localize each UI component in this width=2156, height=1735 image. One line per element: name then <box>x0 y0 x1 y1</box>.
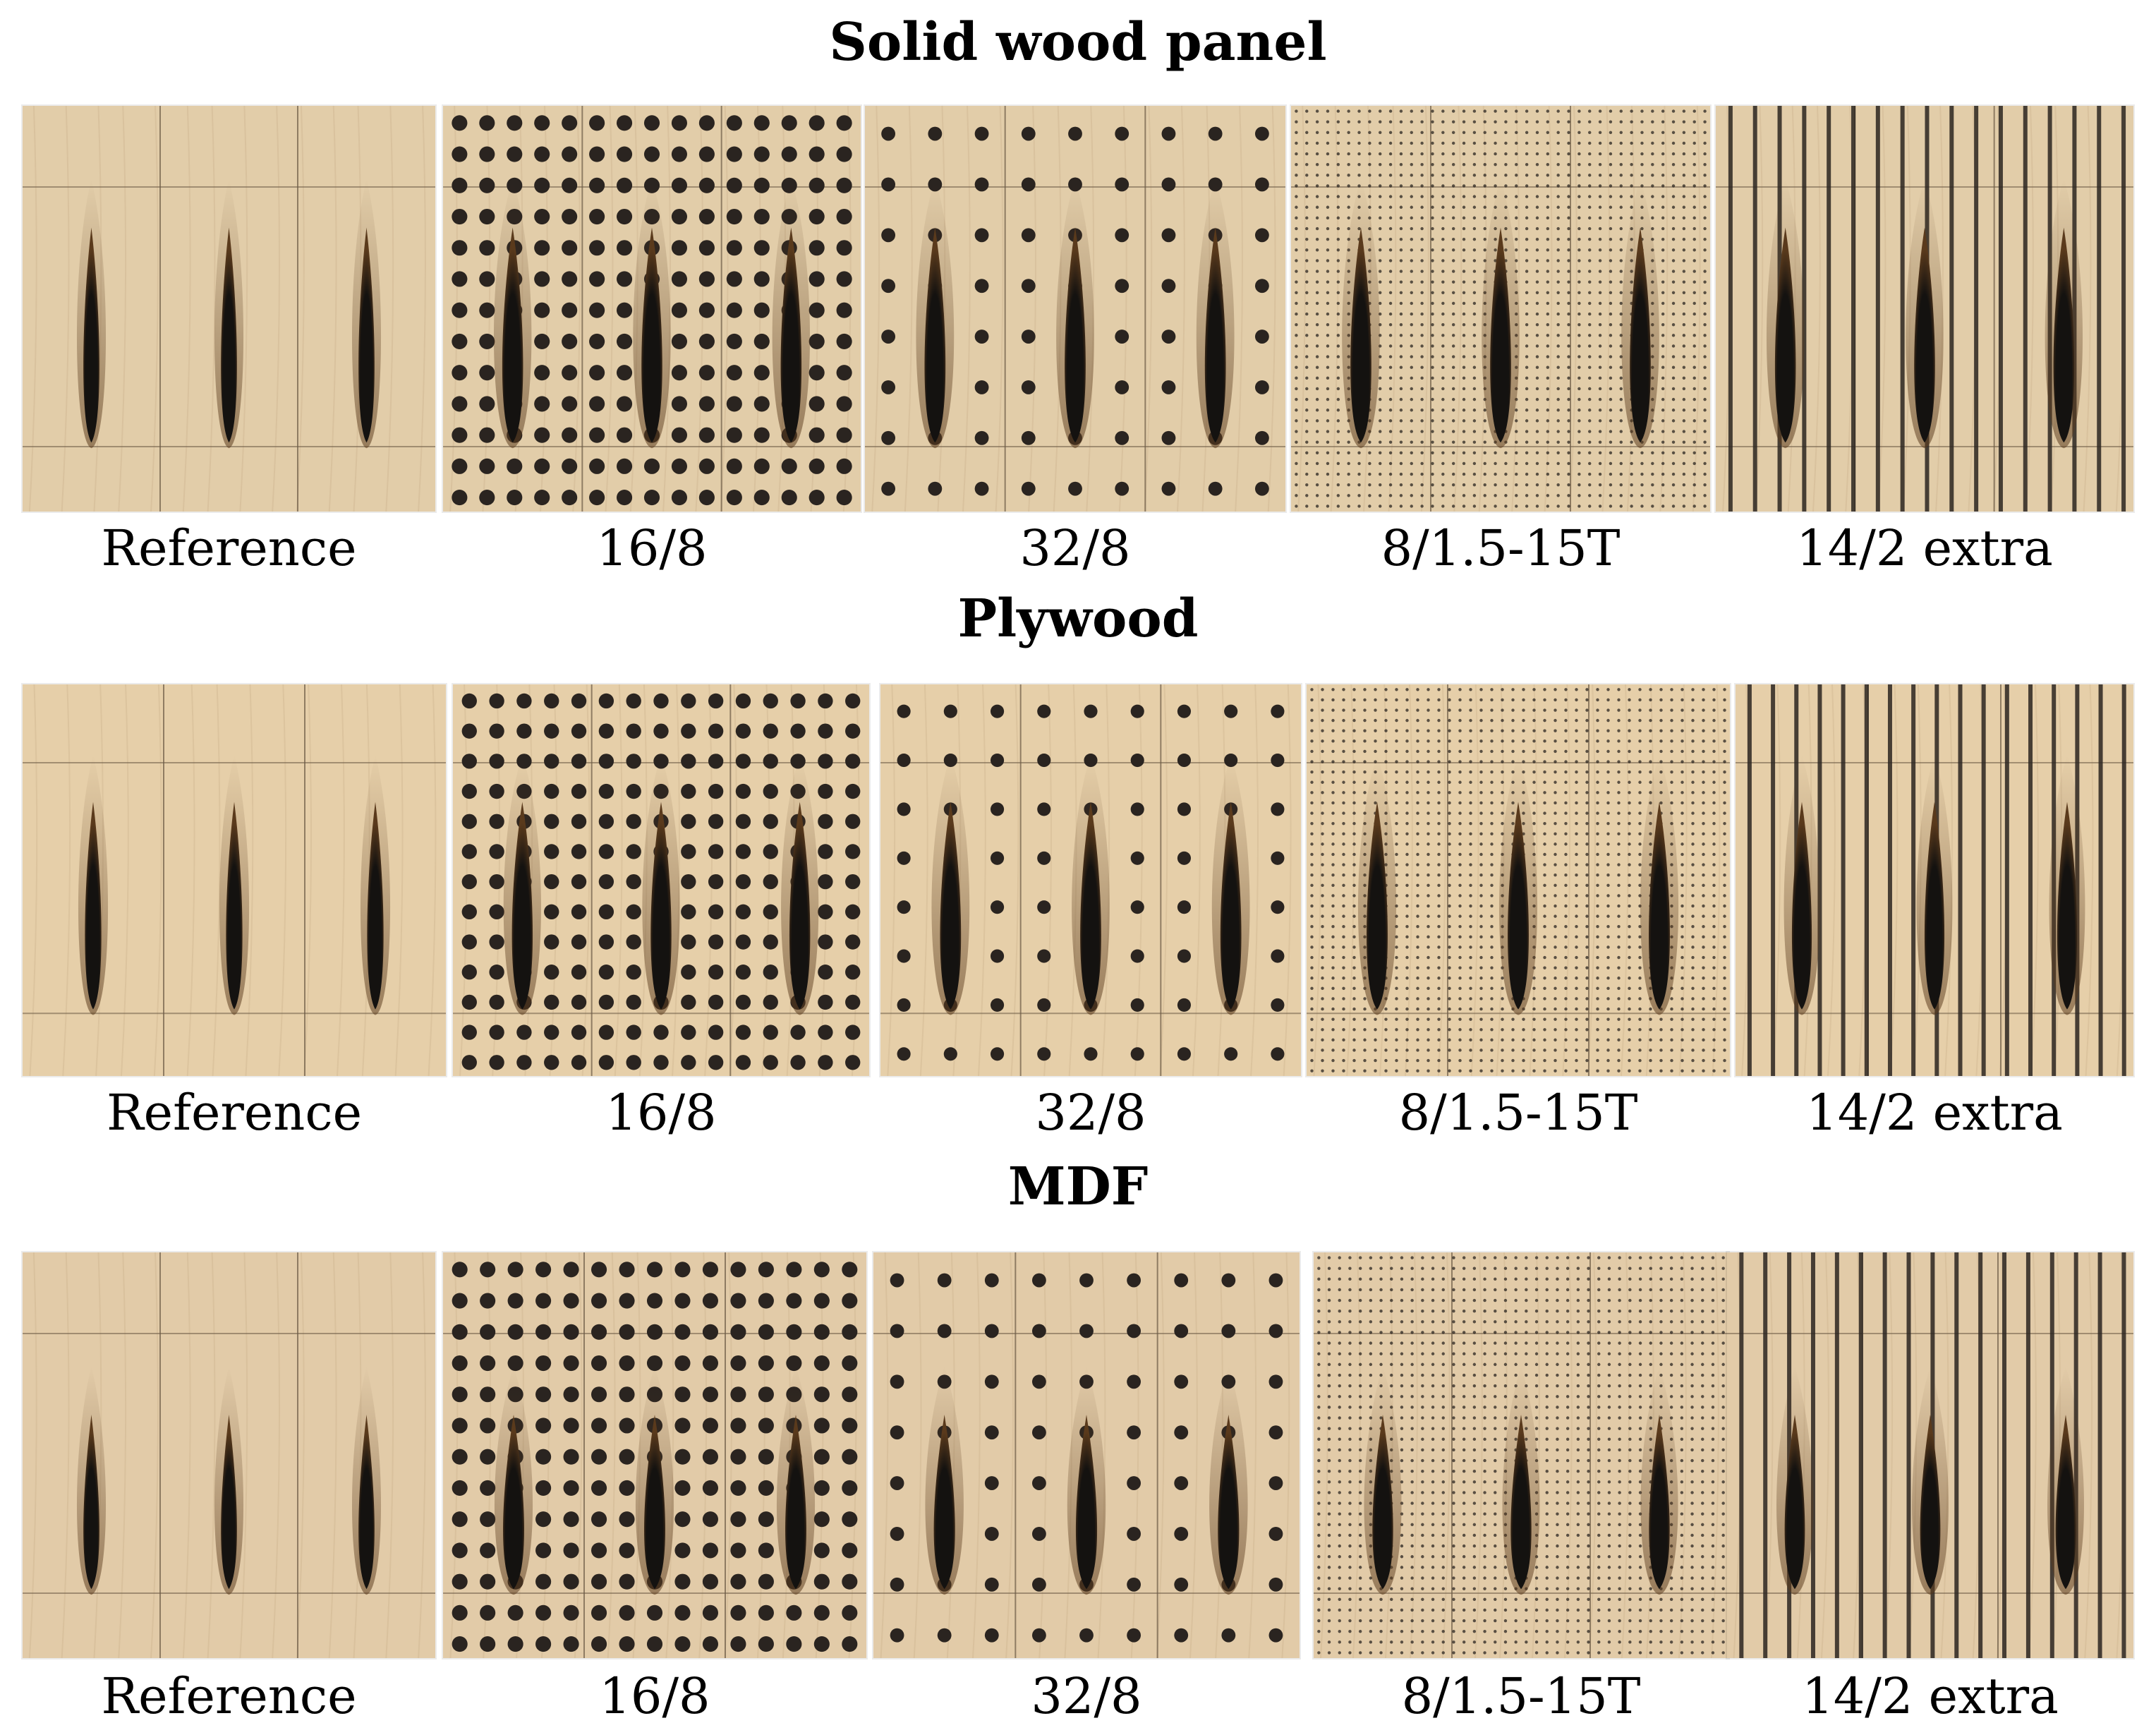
label-8-1-5-15t: 8/1.5-15T <box>1381 519 1621 577</box>
label-reference: Reference <box>101 1667 357 1725</box>
sample-photo-14-2-extra <box>1736 684 2133 1076</box>
label-14-2-extra: 14/2 extra <box>1796 519 2053 577</box>
sample-photo-reference <box>23 106 435 512</box>
sample-photo-drawing <box>1727 1252 2133 1658</box>
sample-photo-14-2-extra <box>1727 1252 2133 1658</box>
sample-photo-drawing <box>23 106 435 512</box>
sample-photo-reference <box>23 1252 435 1658</box>
sample-photo-drawing <box>443 106 861 512</box>
sample-photo-drawing <box>873 1252 1300 1658</box>
section-title-plywood: Plywood <box>957 588 1199 649</box>
sample-photo-drawing <box>1716 106 2133 512</box>
label-reference: Reference <box>106 1084 363 1142</box>
label-16-8: 16/8 <box>599 1667 710 1725</box>
row-solid-wood <box>0 106 2156 512</box>
sample-photo-drawing <box>23 1252 435 1658</box>
sample-photo-drawing <box>1291 106 1710 512</box>
sample-photo-drawing <box>443 1252 866 1658</box>
sample-photo-16-8 <box>443 106 861 512</box>
label-14-2-extra: 14/2 extra <box>1802 1667 2059 1725</box>
sample-photo-8-1-5-15t <box>1314 1252 1728 1658</box>
sample-photo-drawing <box>1307 684 1730 1076</box>
sample-photo-drawing <box>453 684 869 1076</box>
label-8-1-5-15t: 8/1.5-15T <box>1398 1084 1638 1142</box>
sample-photo-16-8 <box>453 684 869 1076</box>
label-8-1-5-15t: 8/1.5-15T <box>1401 1667 1641 1725</box>
sample-photo-drawing <box>880 684 1301 1076</box>
sample-photo-32-8 <box>873 1252 1300 1658</box>
sample-photo-drawing <box>1736 684 2133 1076</box>
sample-photo-reference <box>23 684 446 1076</box>
label-reference: Reference <box>101 519 357 577</box>
sample-photo-drawing <box>865 106 1285 512</box>
label-32-8: 32/8 <box>1035 1084 1146 1142</box>
sample-photo-14-2-extra <box>1716 106 2133 512</box>
label-32-8: 32/8 <box>1031 1667 1142 1725</box>
sample-photo-32-8 <box>865 106 1285 512</box>
sample-photo-drawing <box>1314 1252 1728 1658</box>
label-16-8: 16/8 <box>605 1084 717 1142</box>
label-16-8: 16/8 <box>596 519 708 577</box>
section-title-solid-wood: Solid wood panel <box>829 12 1327 73</box>
sample-photo-drawing <box>23 684 446 1076</box>
label-14-2-extra: 14/2 extra <box>1806 1084 2063 1142</box>
section-title-mdf: MDF <box>1007 1156 1149 1217</box>
label-32-8: 32/8 <box>1019 519 1131 577</box>
row-plywood <box>0 684 2156 1076</box>
sample-photo-32-8 <box>880 684 1301 1076</box>
row-mdf <box>0 1252 2156 1658</box>
sample-photo-8-1-5-15t <box>1291 106 1710 512</box>
sample-photo-8-1-5-15t <box>1307 684 1730 1076</box>
sample-photo-16-8 <box>443 1252 866 1658</box>
